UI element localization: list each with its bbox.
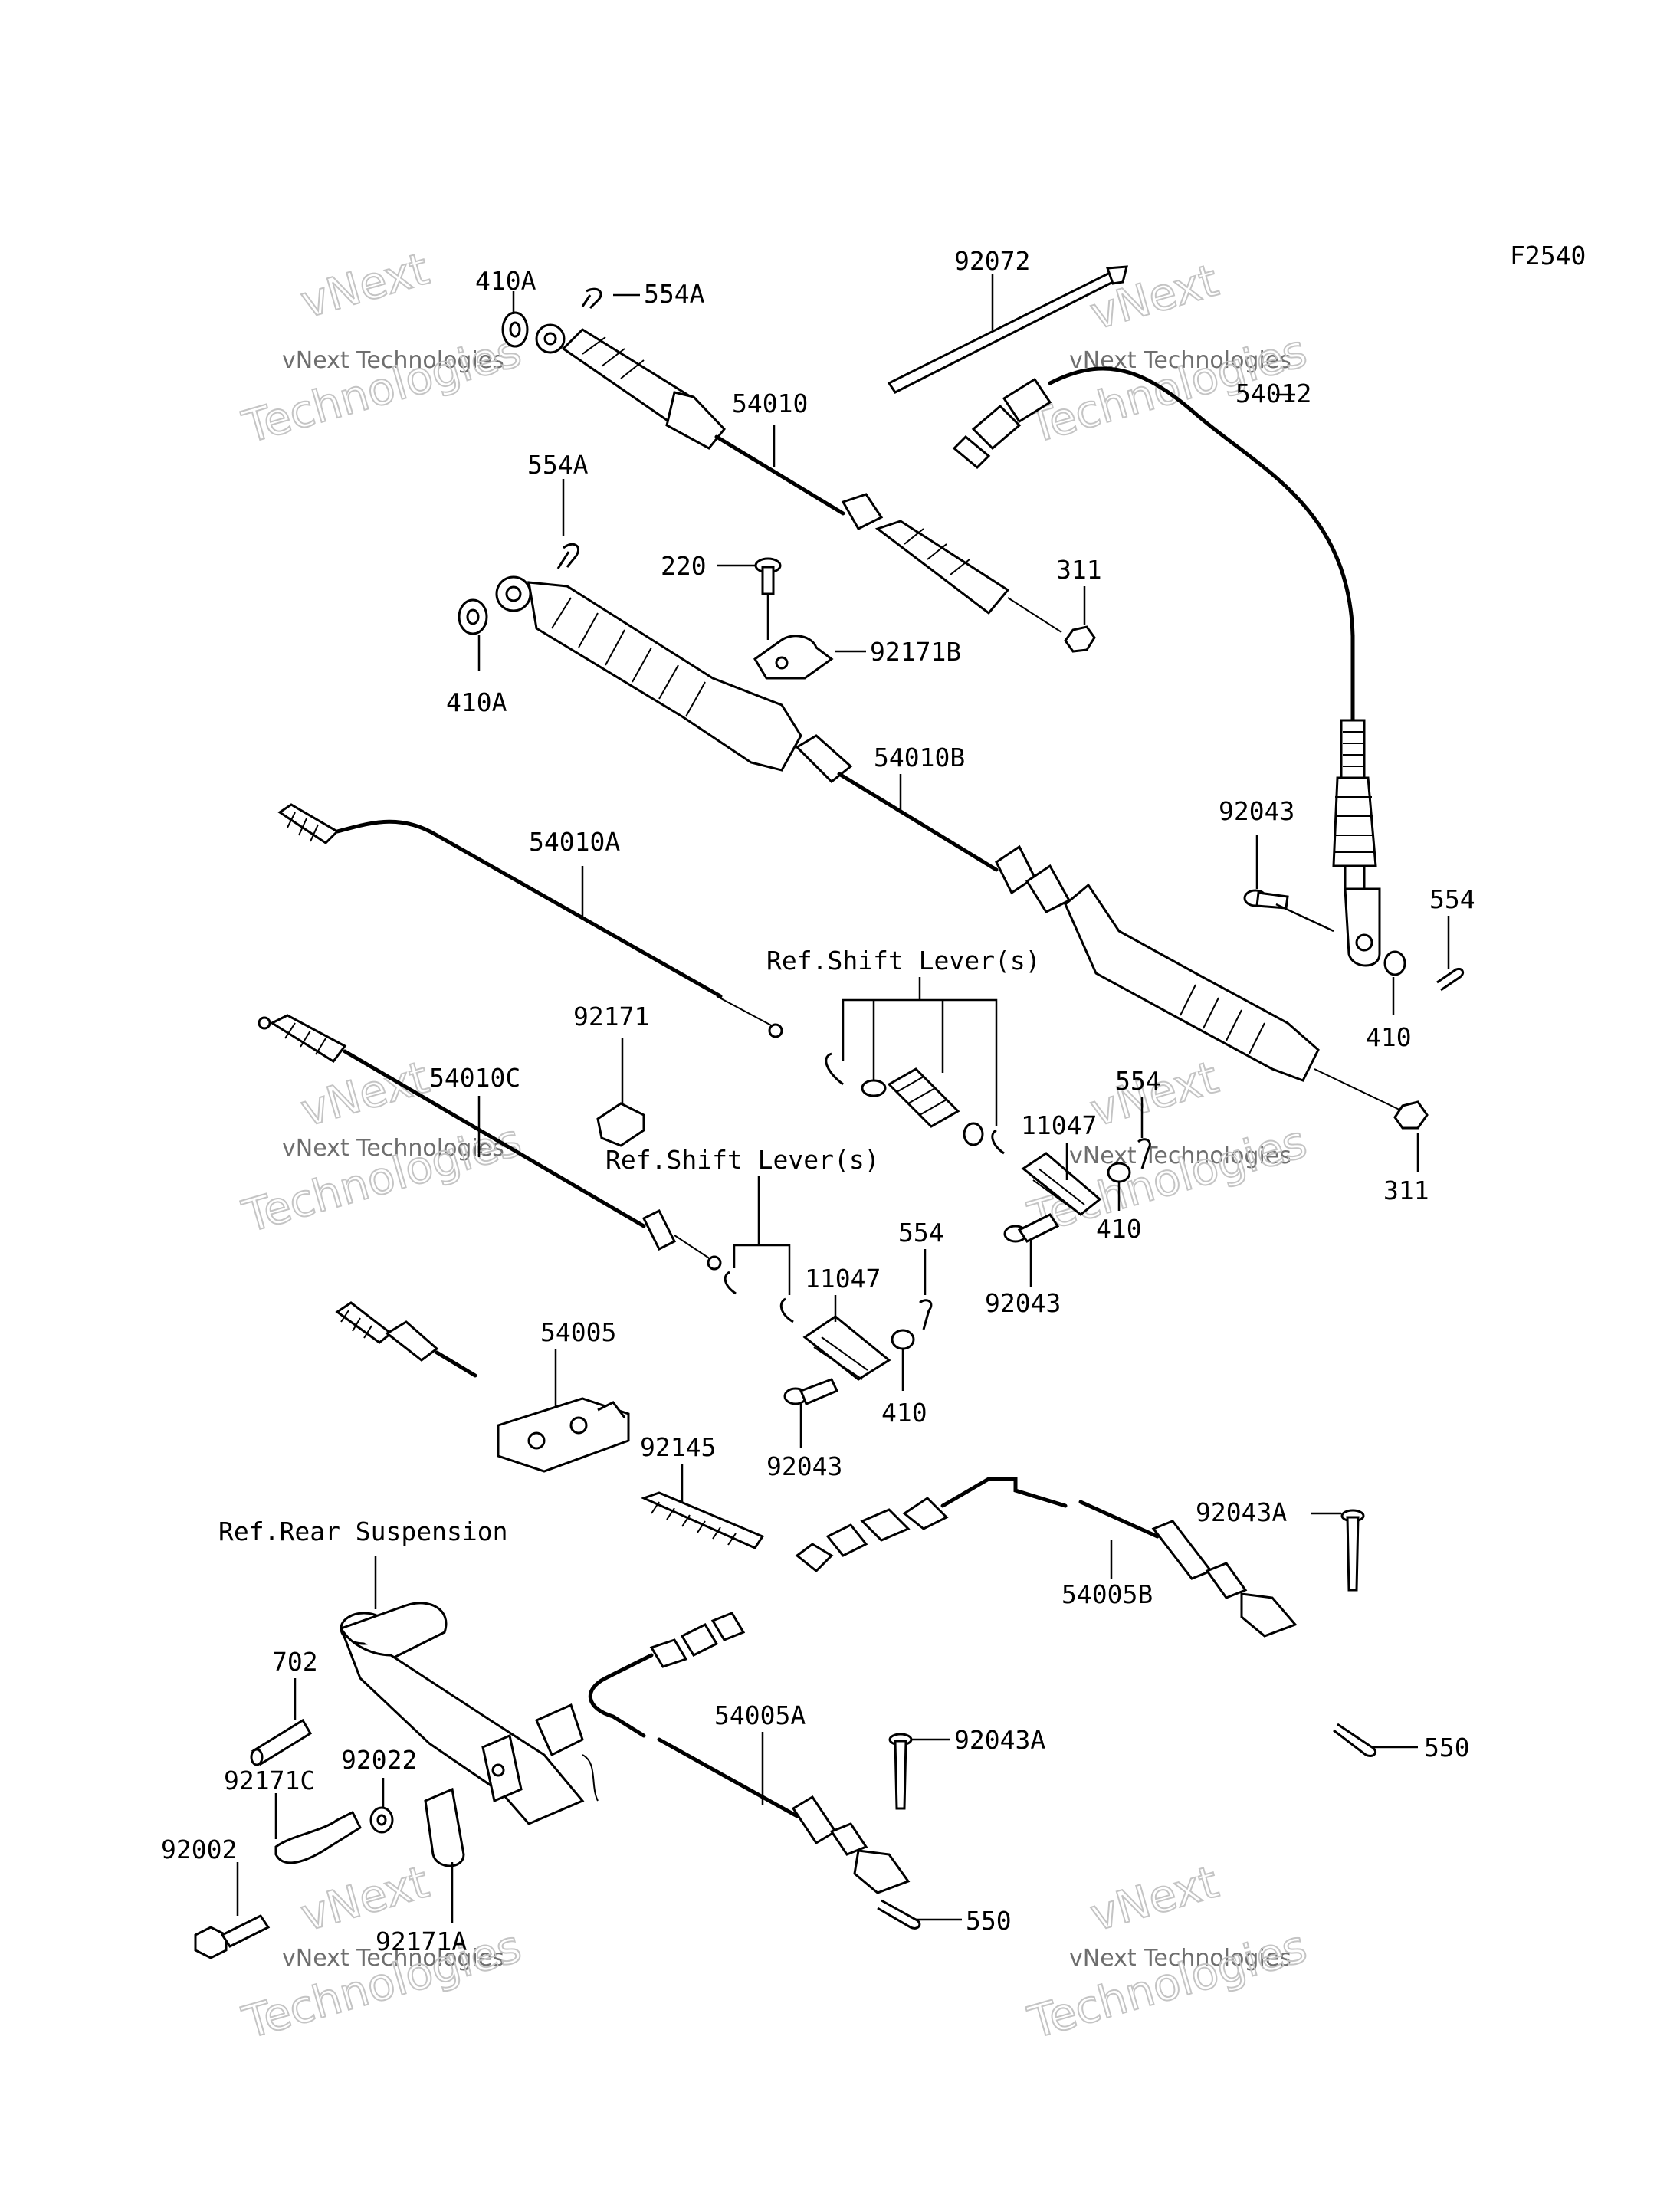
watermark-technologies: Technologies <box>1022 1920 1312 2048</box>
shift-lever-parts-upper <box>825 1052 1005 1155</box>
label-92171: 92171 <box>573 1002 649 1031</box>
watermark-text: vNext Technologies <box>282 1135 504 1162</box>
watermark-text: vNext Technologies <box>282 347 504 374</box>
label-92043A-low: 92043A <box>954 1725 1045 1755</box>
pin-554A-mid <box>556 543 580 569</box>
label-54010: 54010 <box>732 389 808 418</box>
label-410-right: 410 <box>1366 1022 1412 1052</box>
label-ref-rear-suspension: Ref.Rear Suspension <box>218 1517 508 1546</box>
label-92145: 92145 <box>640 1432 716 1462</box>
pin-550-low <box>877 1899 921 1930</box>
lever-11047-low <box>802 1315 891 1381</box>
nut-311-top <box>1064 625 1096 653</box>
clip-92171 <box>596 1102 645 1147</box>
cable-tie-92072 <box>887 271 1120 394</box>
label-54005B: 54005B <box>1061 1579 1153 1609</box>
washer-410-mid <box>1107 1162 1131 1183</box>
label-92043-mid: 92043 <box>985 1288 1061 1318</box>
leader-lines <box>236 274 1450 1923</box>
label-92043-low: 92043 <box>766 1451 842 1481</box>
bolt-220 <box>754 557 782 595</box>
label-550-low: 550 <box>966 1906 1012 1936</box>
part-labels: F2540 410A 554A 92072 54010 54012 554A 2… <box>161 241 1586 1956</box>
cable-54005 <box>335 1301 630 1473</box>
label-54010C: 54010C <box>429 1063 520 1093</box>
pin-554-right <box>1436 967 1465 992</box>
label-ref-shift-lever-2: Ref.Shift Lever(s) <box>605 1145 880 1175</box>
label-550-right: 550 <box>1424 1733 1470 1763</box>
label-410A-mid: 410A <box>446 687 507 717</box>
clamp-92171A <box>424 1787 465 1867</box>
label-92171B: 92171B <box>870 637 961 667</box>
pin-92043A-low <box>888 1733 913 1810</box>
cable-54005A <box>588 1612 911 1894</box>
pin-550-right <box>1333 1723 1376 1757</box>
label-554-mid: 554 <box>1115 1066 1161 1096</box>
pin-92043-low <box>783 1378 839 1405</box>
pin-554A-top <box>581 287 602 310</box>
pin-554-mid <box>1137 1138 1151 1169</box>
watermark-vnext: vNext <box>295 242 435 328</box>
pin-702 <box>250 1718 313 1766</box>
label-92171C: 92171C <box>224 1766 315 1795</box>
washer-410A-top <box>501 311 529 348</box>
cable-54010 <box>535 323 1062 633</box>
washer-410A-mid <box>458 598 488 635</box>
label-54005: 54005 <box>540 1317 616 1347</box>
bracket-92171C <box>274 1810 362 1864</box>
pin-92043-right <box>1243 889 1289 910</box>
washer-410-low <box>891 1329 915 1350</box>
label-54010B: 54010B <box>874 743 965 772</box>
lever-11047-upper <box>1021 1152 1102 1216</box>
label-54010A: 54010A <box>529 827 620 857</box>
label-410A-top: 410A <box>475 266 536 296</box>
watermark-text: vNext Technologies <box>282 1945 504 1972</box>
pin-92043-mid <box>1003 1213 1060 1243</box>
label-410-mid: 410 <box>1096 1214 1142 1244</box>
watermark-text: vNext Technologies <box>1069 1945 1291 1972</box>
rear-suspension-arm <box>340 1602 599 1825</box>
label-11047-low: 11047 <box>805 1264 881 1294</box>
label-54005A: 54005A <box>714 1700 806 1730</box>
shift-lever-parts-lower <box>724 1271 794 1323</box>
label-11047-upper: 11047 <box>1021 1110 1097 1140</box>
label-554A-mid: 554A <box>527 450 589 480</box>
label-702: 702 <box>272 1647 318 1677</box>
cable-54010B <box>495 575 1403 1112</box>
label-311-top: 311 <box>1056 555 1102 585</box>
cable-54010C <box>258 1014 722 1271</box>
label-92171A: 92171A <box>376 1926 467 1956</box>
watermark-text: vNext Technologies <box>1069 1143 1291 1169</box>
label-554-low: 554 <box>898 1218 944 1248</box>
watermark-vnext: vNext <box>1084 1855 1224 1941</box>
label-92043A-right: 92043A <box>1196 1497 1287 1527</box>
cable-54010A <box>277 803 783 1038</box>
label-92043-right: 92043 <box>1219 796 1294 826</box>
washer-410-right <box>1383 950 1406 976</box>
label-220: 220 <box>661 551 707 581</box>
figure-code: F2540 <box>1510 241 1586 271</box>
bolt-92002 <box>194 1914 271 1959</box>
label-311-right: 311 <box>1383 1176 1429 1205</box>
pin-554-low <box>919 1299 933 1330</box>
cable-54012 <box>952 366 1381 967</box>
label-92002: 92002 <box>161 1835 237 1864</box>
spring-92145 <box>640 1491 765 1549</box>
pin-92043A-right <box>1340 1509 1365 1592</box>
label-410-low: 410 <box>881 1398 927 1428</box>
label-54012: 54012 <box>1235 379 1311 408</box>
clamp-92171B <box>753 635 834 680</box>
label-554A-top: 554A <box>644 279 705 309</box>
watermark-technologies: Technologies <box>237 324 527 453</box>
nut-311-right <box>1393 1100 1429 1130</box>
label-92072: 92072 <box>954 246 1030 276</box>
label-ref-shift-lever-1: Ref.Shift Lever(s) <box>766 946 1041 976</box>
cable-54005B <box>795 1477 1298 1638</box>
washer-92022 <box>369 1806 394 1834</box>
label-92022: 92022 <box>341 1745 417 1775</box>
watermark-vnext: vNext <box>1084 254 1224 339</box>
label-554-right: 554 <box>1429 884 1475 914</box>
